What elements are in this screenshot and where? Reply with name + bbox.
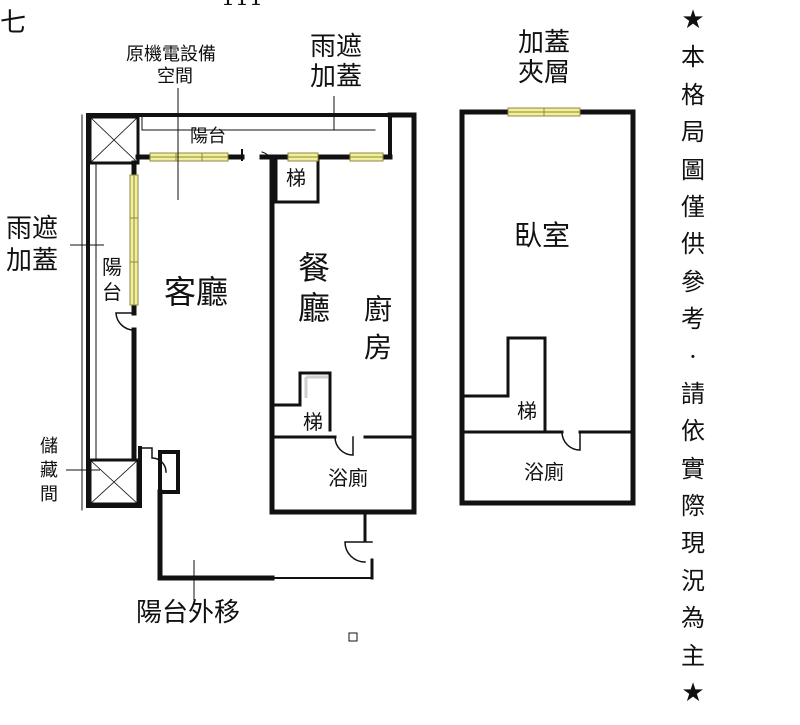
disclaimer-char: 主: [681, 641, 705, 670]
kitchen-label-2: 房: [364, 331, 393, 364]
corner-box-top: [88, 115, 140, 165]
disclaimer-char: 參: [681, 267, 705, 296]
disclaimer-dot: ·: [689, 342, 697, 371]
bedroom-label: 臥室: [514, 219, 571, 252]
mech-space-label: 原機電設備: [126, 44, 216, 65]
mezzanine-label-2: 夾層: [518, 58, 571, 88]
bath-right-label: 浴廁: [524, 460, 564, 484]
disclaimer-char: 請: [681, 379, 705, 408]
disclaimer-char: 際: [681, 492, 705, 521]
balcony-left-label: 陽: [102, 255, 122, 279]
top-center-fragment: 111: [221, 0, 263, 10]
stair-lower-label: 梯: [303, 410, 323, 434]
disclaimer-char: 供: [681, 230, 705, 259]
disclaimer-char: 依: [681, 417, 705, 446]
disclaimer-char: 實: [681, 454, 705, 483]
disclaimer-char: 況: [681, 566, 705, 595]
kitchen-label: 廚: [364, 293, 393, 326]
disclaimer-vertical: ★ 本 格 局 圖 僅 供 參 考 · 請 依 實 際 現 況 為 主 ★: [676, 2, 710, 712]
balcony-moved-label: 陽台外移: [136, 598, 241, 628]
stair-upper-label: 梯: [286, 166, 306, 190]
rain-cover-left-label-2: 加蓋: [6, 246, 59, 276]
mezzanine-label: 加蓋: [518, 28, 571, 58]
top-left-fragment: 七: [0, 8, 27, 38]
disclaimer-char: 局: [681, 118, 705, 147]
balcony-left-label-2: 台: [102, 280, 122, 304]
stair-right-label: 梯: [517, 399, 537, 423]
dining-label: 餐: [298, 249, 331, 287]
disclaimer-char: 僅: [681, 192, 705, 221]
storage-label: 儲: [40, 436, 58, 457]
disclaimer-star-bottom: ★: [681, 678, 705, 709]
storage-label-3: 間: [40, 484, 58, 505]
rain-cover-top-label-2: 加蓋: [310, 62, 363, 92]
disclaimer-char: 格: [681, 80, 705, 109]
mezz-outer: [459, 109, 636, 506]
disclaimer-char: 為: [681, 604, 705, 633]
disclaimer-char: 本: [681, 43, 705, 72]
mech-space-label-2: 空間: [157, 66, 193, 87]
disclaimer-char: 現: [681, 529, 705, 558]
living-room-label: 客廳: [164, 273, 229, 311]
disclaimer-char: 考: [681, 305, 705, 334]
balcony-top-label: 陽台: [190, 126, 226, 147]
dining-label-2: 廳: [298, 289, 331, 327]
rain-cover-left-label: 雨遮: [6, 214, 59, 244]
disclaimer-star-top: ★: [681, 5, 705, 35]
rain-cover-top-label: 雨遮: [310, 32, 363, 62]
disclaimer-char: 圖: [681, 155, 705, 184]
bath-left-label: 浴廁: [328, 466, 368, 490]
storage-label-2: 藏: [40, 460, 58, 481]
